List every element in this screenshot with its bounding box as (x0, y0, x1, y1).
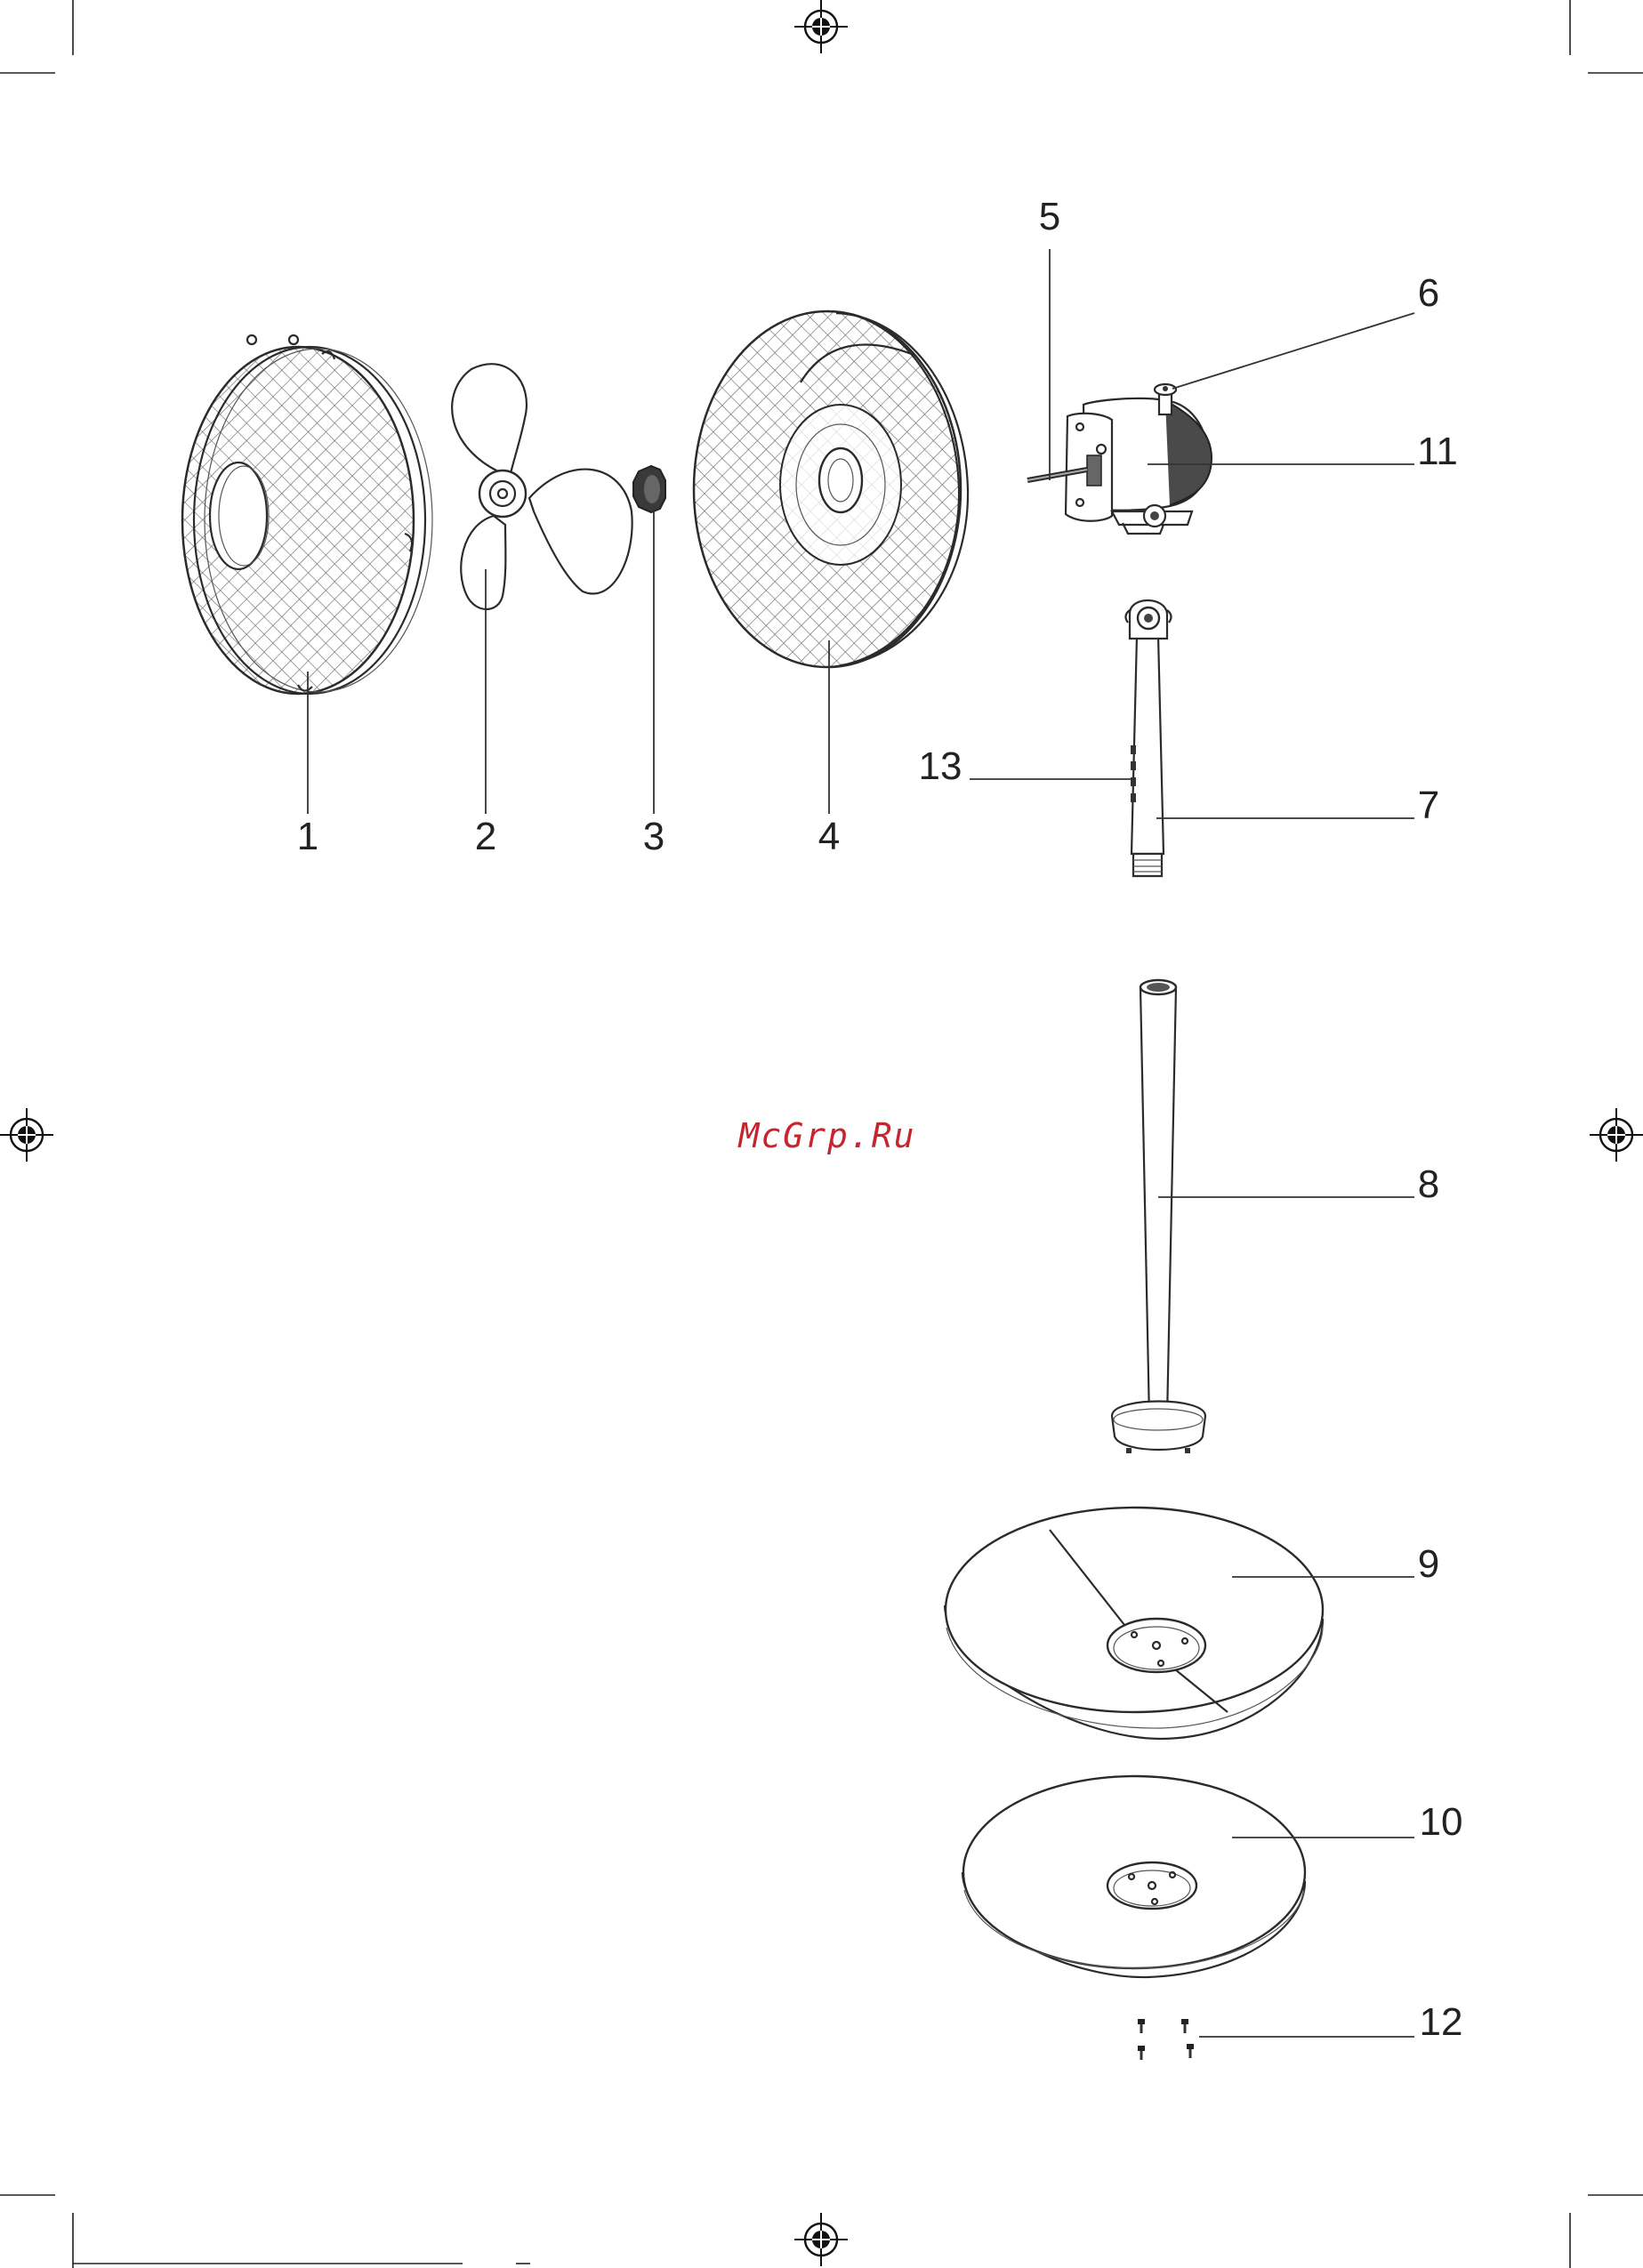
callout-3: 3 (643, 815, 664, 858)
part-10-base-plate (962, 1776, 1305, 1977)
registration-mark-icon (794, 2213, 848, 2266)
part-3-spinner-nut (633, 466, 665, 512)
part-11-motor-housing (1066, 398, 1212, 534)
part-8-lower-pole (1112, 980, 1205, 1453)
part-4-rear-grille (694, 311, 968, 667)
part-12-screws (1138, 2019, 1194, 2060)
callout-8: 8 (1418, 1162, 1439, 1206)
part-7-upper-pole (1125, 600, 1171, 876)
part-9-base-cover (945, 1508, 1323, 1739)
callout-2: 2 (475, 815, 496, 858)
callout-6: 6 (1418, 271, 1439, 315)
registration-mark-icon (1590, 1108, 1643, 1162)
callout-13: 13 (919, 744, 962, 788)
callout-4: 4 (818, 815, 840, 858)
callout-10: 10 (1420, 1800, 1463, 1844)
callout-7: 7 (1418, 784, 1439, 827)
callout-9: 9 (1418, 1542, 1439, 1586)
callout-12: 12 (1420, 2000, 1463, 2044)
leader-line-6 (1172, 313, 1414, 389)
part-2-fan-blade (452, 364, 632, 609)
callout-5: 5 (1039, 195, 1060, 238)
part-1-front-grille (182, 335, 432, 694)
registration-mark-icon (0, 1108, 53, 1162)
callout-11: 11 (1417, 430, 1458, 473)
registration-mark-icon (794, 0, 848, 53)
callout-1: 1 (297, 815, 318, 858)
watermark-text: McGrp.Ru (737, 1116, 915, 1155)
